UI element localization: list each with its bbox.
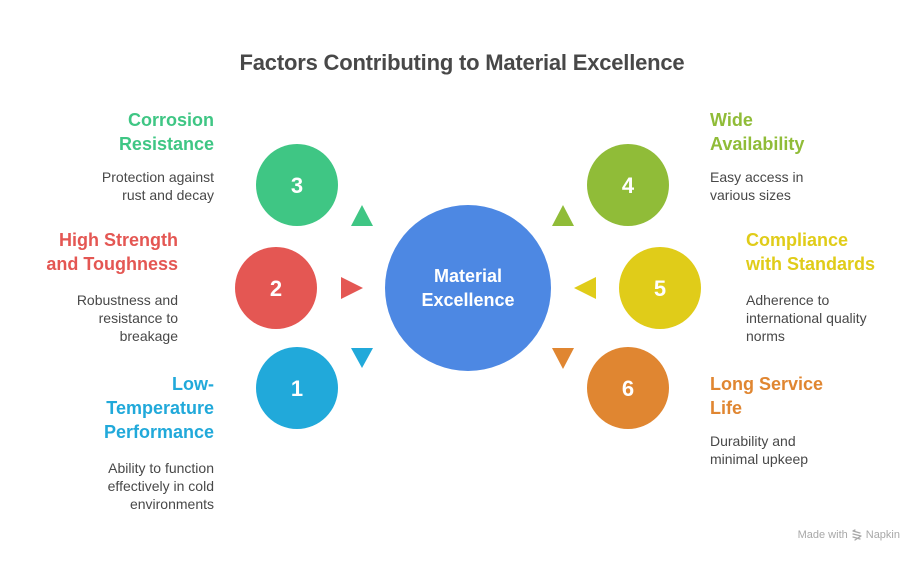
- center-label-line2: Excellence: [421, 290, 514, 310]
- arrow-down-icon: [552, 348, 574, 369]
- factor-title-line: High Strength: [59, 230, 178, 250]
- factor-description-6: Durability and minimal upkeep: [710, 432, 808, 468]
- factor-title-line: Performance: [103, 422, 214, 442]
- factor-description-line: breakage: [119, 328, 178, 344]
- factor-title-4: Wide Availability: [710, 108, 804, 156]
- arrow-up-icon: [351, 205, 373, 226]
- factor-title-line: Temperature: [106, 398, 214, 418]
- arrow-left-icon: [574, 277, 596, 299]
- factor-circle-6: [587, 347, 669, 429]
- factor-title-1: Low- Temperature Performance: [104, 372, 214, 444]
- factor-number-4: 4: [622, 173, 635, 198]
- factor-circle-1: [256, 347, 338, 429]
- factor-title-3: Corrosion Resistance: [119, 108, 214, 156]
- factor-description-line: resistance to: [98, 310, 178, 326]
- made-with-label: Made with: [797, 529, 848, 541]
- factor-number-2: 2: [270, 276, 282, 301]
- factor-title-line: Corrosion: [127, 110, 214, 130]
- factor-description-line: effectively in cold: [107, 478, 214, 494]
- factor-description-line: Ability to function: [108, 460, 214, 476]
- factor-title-line: Life: [710, 398, 743, 418]
- center-label-line1: Material: [434, 266, 502, 286]
- factor-title-6: Long Service Life: [710, 372, 823, 420]
- arrow-up-icon: [552, 205, 574, 226]
- factor-title-line: and Toughness: [46, 254, 178, 274]
- factor-description-line: international quality: [746, 310, 867, 326]
- factor-description-line: norms: [746, 328, 785, 344]
- diagram-title: Factors Contributing to Material Excelle…: [239, 50, 685, 75]
- factor-description-line: Adherence to: [746, 292, 830, 308]
- center-node: Material Excellence: [385, 205, 551, 371]
- factor-description-3: Protection against rust and decay: [102, 168, 214, 204]
- factor-node-1: 1: [256, 347, 373, 429]
- factor-node-4: 4: [552, 144, 669, 226]
- factor-node-3: 3: [256, 144, 373, 226]
- factor-title-line: Resistance: [118, 134, 214, 154]
- factor-number-3: 3: [291, 173, 303, 198]
- factor-description-4: Easy access in various sizes: [710, 168, 803, 204]
- factor-title-line: Availability: [710, 134, 805, 154]
- factor-circle-2: [235, 247, 317, 329]
- factor-circle-5: [619, 247, 701, 329]
- factor-title-line: Compliance: [746, 230, 849, 250]
- factor-description-line: Robustness and: [76, 292, 178, 308]
- factor-node-5: 5: [574, 247, 701, 329]
- factor-title-line: Long Service: [710, 374, 824, 394]
- factor-number-1: 1: [291, 376, 303, 401]
- factor-description-line: various sizes: [710, 187, 791, 203]
- factor-description-line: environments: [129, 496, 214, 512]
- factor-title-line: Low-: [172, 374, 214, 394]
- center-circle: [385, 205, 551, 371]
- factor-circle-4: [587, 144, 669, 226]
- factor-number-5: 5: [654, 276, 666, 301]
- factor-node-2: 2: [235, 247, 363, 329]
- factor-title-2: High Strength and Toughness: [46, 228, 178, 276]
- factor-description-1: Ability to function effectively in cold …: [108, 459, 214, 513]
- factor-node-6: 6: [552, 347, 669, 429]
- factor-description-line: Easy access in: [710, 169, 804, 185]
- napkin-brand-label: Napkin: [865, 529, 900, 541]
- factor-title-line: with Standards: [746, 254, 876, 274]
- factor-description-2: Robustness and resistance to breakage: [77, 291, 178, 345]
- factor-description-line: minimal upkeep: [710, 451, 809, 467]
- made-with-napkin-badge[interactable]: Made with Napkin: [798, 529, 900, 541]
- factor-title-line: Wide: [710, 110, 753, 130]
- factor-description-5: Adherence to international quality norms: [746, 291, 867, 345]
- factor-description-line: Durability and: [710, 433, 796, 449]
- arrow-right-icon: [341, 277, 363, 299]
- napkin-logo-icon: [852, 529, 862, 541]
- factor-description-line: rust and decay: [122, 187, 214, 203]
- factor-number-6: 6: [622, 376, 634, 401]
- factor-circle-3: [256, 144, 338, 226]
- factor-description-line: Protection against: [101, 169, 214, 185]
- factor-title-5: Compliance with Standards: [746, 228, 875, 276]
- arrow-down-icon: [351, 348, 373, 368]
